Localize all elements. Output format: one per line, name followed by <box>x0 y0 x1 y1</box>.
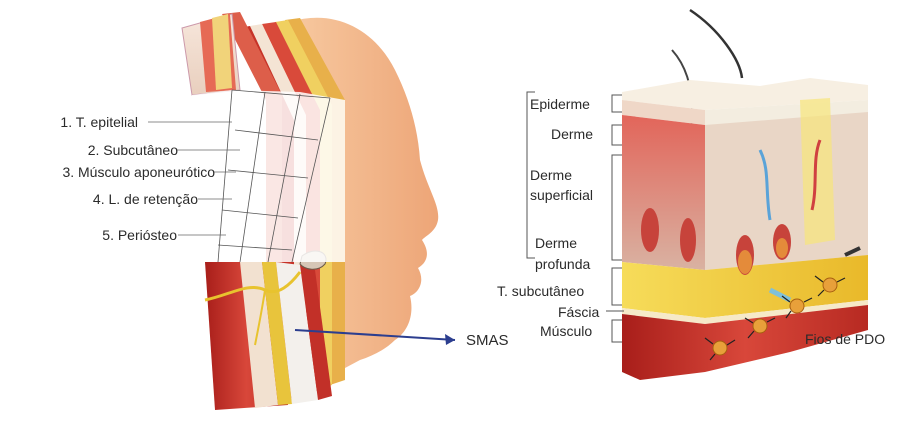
skin-label-derme-profunda-1: Derme <box>535 235 577 251</box>
skin-label-derme: Derme <box>551 126 593 142</box>
skin-label-derme-superficial-1: Derme <box>530 167 572 183</box>
skin-label-subcutaneo: T. subcutâneo <box>497 283 584 299</box>
fios-label: Fios de PDO <box>805 331 885 347</box>
skin-label-derme-superficial-2: superficial <box>530 187 593 203</box>
skin-label-musculo: Músculo <box>540 323 592 339</box>
skin-label-derme-profunda-2: profunda <box>535 256 590 272</box>
skin-label-fascia: Fáscia <box>558 304 599 320</box>
skin-label-epiderme: Epiderme <box>530 96 590 112</box>
